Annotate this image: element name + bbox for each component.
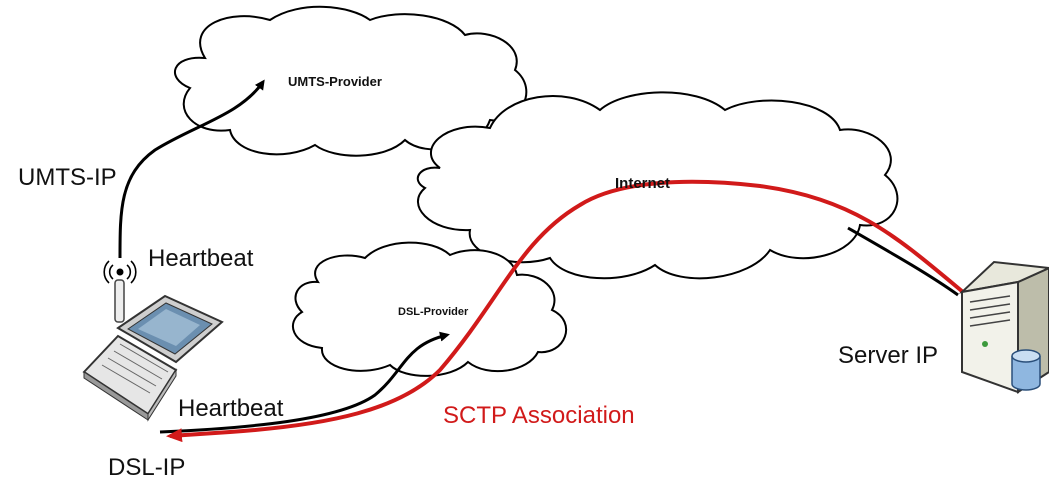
internet-server-link [847,226,959,297]
umts-link-arrow [118,79,265,259]
server-icon [958,260,1049,394]
internet-label: Internet [615,175,671,192]
heartbeat-label-lower: Heartbeat [178,395,284,422]
wifi-antenna-icon [103,260,137,323]
internet-cloud [416,91,899,280]
sctp-association-label: SCTP Association [443,402,635,429]
database-icon [1011,349,1041,391]
umts-provider-label: UMTS-Provider [288,74,382,89]
heartbeat-label-upper: Heartbeat [148,245,254,272]
server-ip-label: Server IP [838,342,939,369]
sctp-association-path [166,179,989,443]
dsl-provider-label: DSL-Provider [398,306,469,318]
umts-provider-cloud [173,5,528,157]
laptop-icon [82,294,224,422]
dsl-ip-label: DSL-IP [108,454,186,481]
umts-ip-label: UMTS-IP [18,164,117,191]
